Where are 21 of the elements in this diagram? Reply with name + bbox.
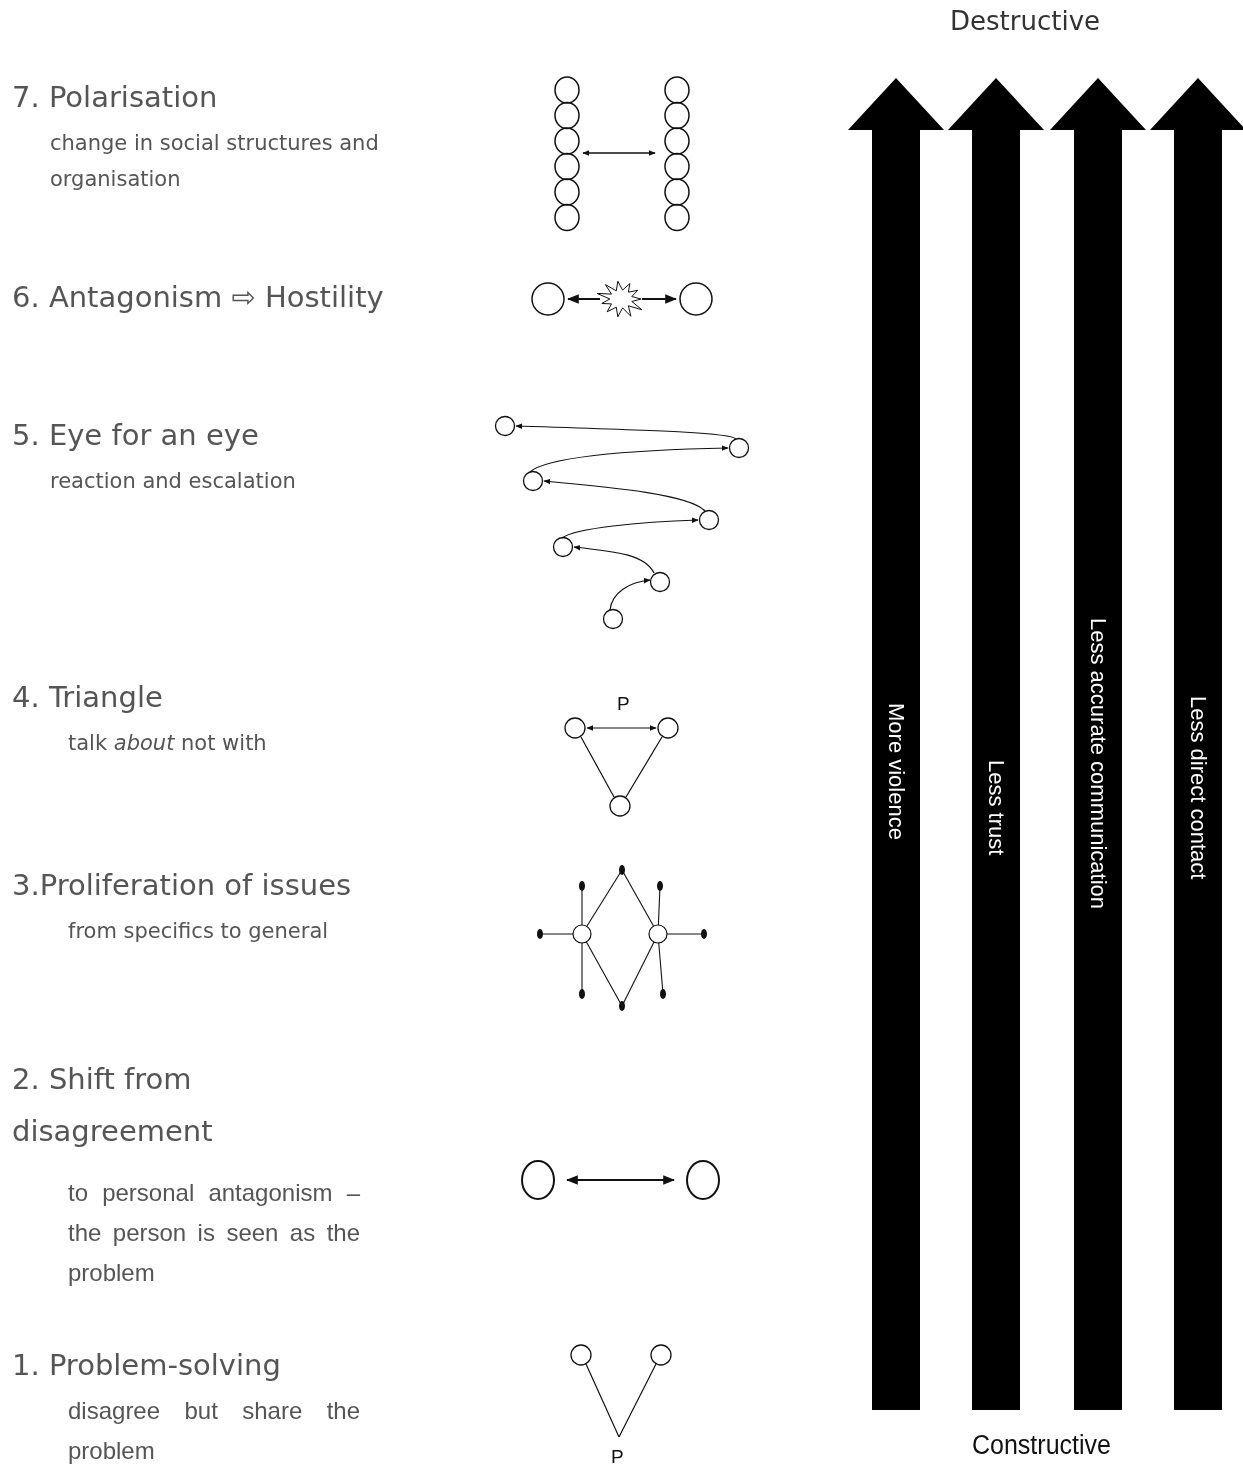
stage-description: from specifics to general xyxy=(68,918,329,945)
stage-heading: 6. Antagonism ⇨ Hostility xyxy=(12,279,384,316)
stage-description: change in social structures and organisation xyxy=(50,130,380,193)
pole-label: Destructive xyxy=(950,6,1101,36)
arrow-label: Less trust xyxy=(983,760,1009,856)
pole-label: Constructive xyxy=(972,1428,1111,1461)
stage-heading: 3.Proliferation of issues xyxy=(12,867,352,904)
stage-heading: 7. Polarisation xyxy=(12,79,218,116)
arrow-label: Less direct contact xyxy=(1185,696,1211,880)
issue-label: P xyxy=(617,694,630,714)
stage-heading: 4. Triangle xyxy=(12,679,163,716)
stage-heading: 5. Eye for an eye xyxy=(12,417,259,454)
stage-heading: 1. Problem-solving xyxy=(12,1347,281,1384)
stage-description: talk about not with xyxy=(68,730,267,757)
arrow-label: Less accurate communication xyxy=(1085,618,1111,910)
stage-description: disagree but share the problem xyxy=(68,1396,360,1466)
stage-description: to personal antagonism – the person is seen as the problem xyxy=(68,1178,360,1288)
stage-description: reaction and escalation xyxy=(50,468,296,495)
issue-label: P xyxy=(611,1447,624,1466)
stage-heading: 2. Shift from disagreement xyxy=(12,1061,214,1150)
arrow-label: More violence xyxy=(883,703,909,840)
